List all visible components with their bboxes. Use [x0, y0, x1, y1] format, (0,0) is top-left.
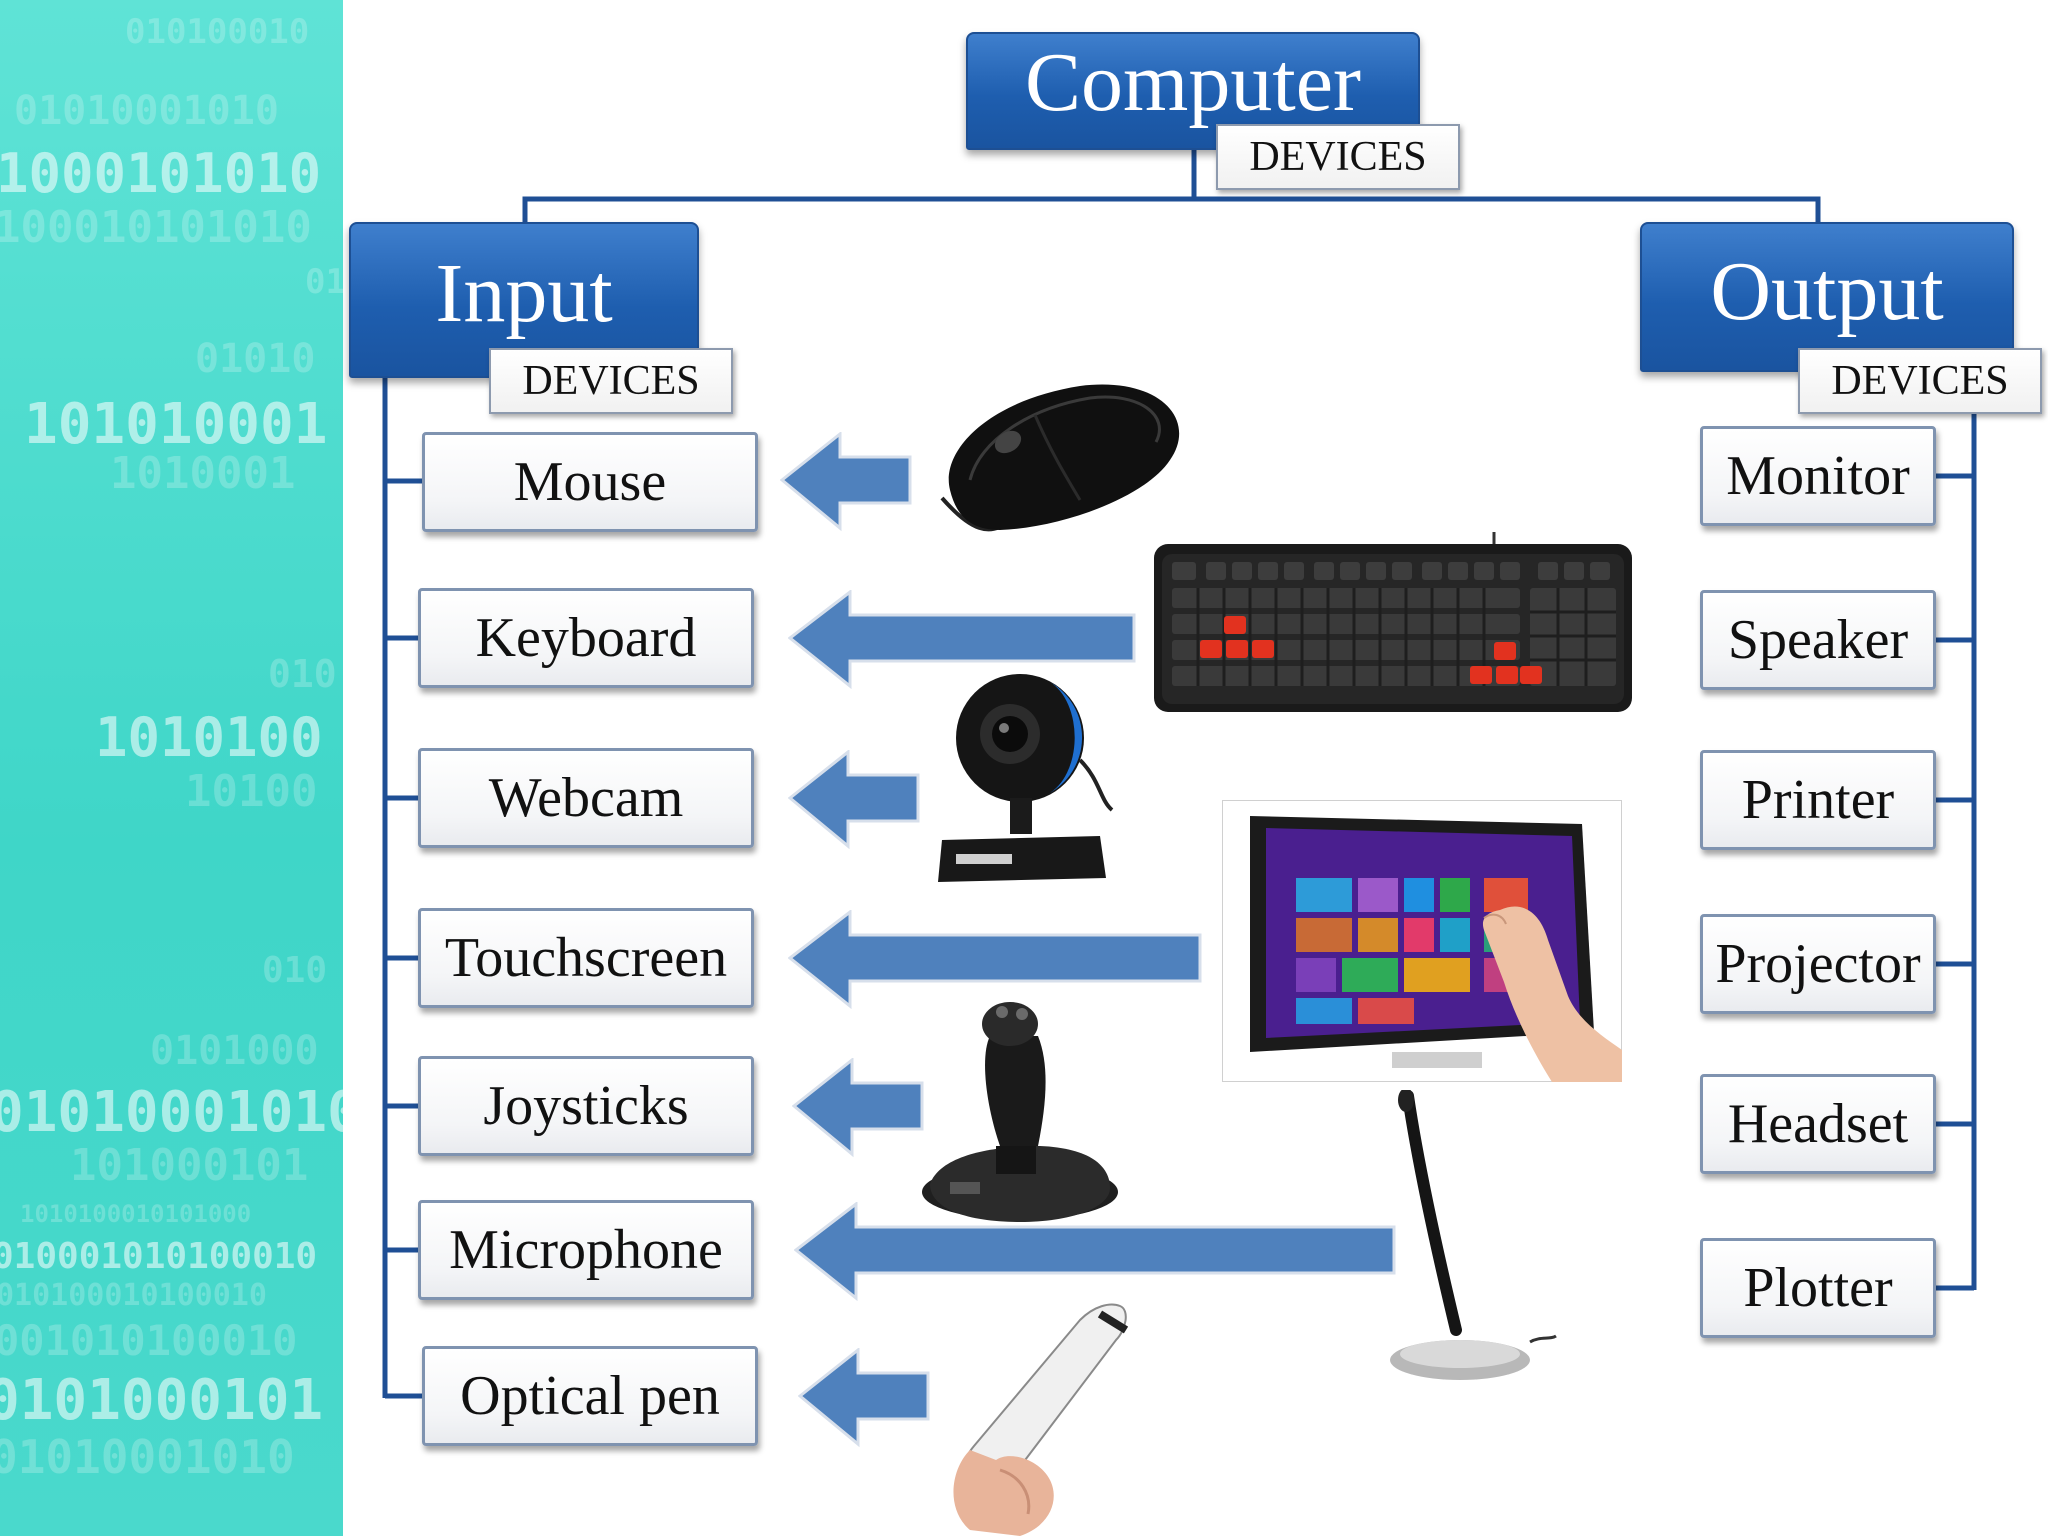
arrow-left-icon: [788, 590, 1136, 690]
output-devices-tag: DEVICES: [1798, 348, 2042, 414]
input-item-joysticks: Joysticks: [418, 1056, 754, 1156]
output-item-printer: Printer: [1700, 750, 1936, 850]
input-item-touchscreen: Touchscreen: [418, 908, 754, 1008]
binary-text: 1010001: [110, 448, 296, 499]
binary-text: 010100010100010: [0, 1278, 267, 1313]
input-item-microphone: Microphone: [418, 1200, 754, 1300]
binary-text: 10100: [185, 766, 318, 817]
input-item-keyboard: Keyboard: [418, 588, 754, 688]
output-item-projector: Projector: [1700, 914, 1936, 1014]
binary-text: 01010001010: [0, 1080, 343, 1145]
input-title: Input: [435, 247, 613, 340]
binary-text: 101000101: [70, 1140, 309, 1191]
computer-devices-tag: DEVICES: [1216, 124, 1460, 190]
binary-text: 010: [262, 950, 328, 991]
binary-text: 0101000101: [0, 1368, 324, 1433]
touchscreen-icon: [1222, 800, 1622, 1082]
binary-text: 0101000: [150, 1028, 319, 1074]
optical-pen-icon: [953, 1303, 1129, 1536]
input-devices-tag: DEVICES: [489, 348, 733, 414]
mouse-icon: [940, 384, 1180, 532]
binary-text: 100010101010: [0, 202, 312, 253]
binary-text: 010001010100010: [0, 1236, 318, 1277]
output-header: Output: [1640, 222, 2014, 372]
input-item-optical-pen: Optical pen: [422, 1346, 758, 1446]
computer-title: Computer: [1025, 36, 1361, 129]
output-item-speaker: Speaker: [1700, 590, 1936, 690]
output-title: Output: [1710, 245, 1944, 338]
arrow-left-icon: [788, 910, 1202, 1010]
arrow-left-icon: [794, 1202, 1396, 1302]
webcam-icon: [938, 674, 1114, 882]
output-item-headset: Headset: [1700, 1074, 1936, 1174]
arrow-left-icon: [780, 432, 912, 532]
binary-text: 01010001010: [0, 1430, 295, 1484]
binary-text: 01: [305, 262, 343, 302]
binary-text: 1000101010: [0, 142, 322, 205]
binary-text: 01010: [195, 336, 316, 382]
computer-header: Computer: [966, 32, 1420, 150]
output-item-monitor: Monitor: [1700, 426, 1936, 526]
input-item-webcam: Webcam: [418, 748, 754, 848]
binary-text: 010: [268, 652, 337, 696]
arrow-left-icon: [798, 1348, 930, 1448]
arrow-left-icon: [788, 750, 920, 850]
binary-text: 010100010: [125, 12, 310, 52]
input-item-mouse: Mouse: [422, 432, 758, 532]
arrow-left-icon: [792, 1058, 924, 1158]
binary-text: 1010100: [95, 706, 323, 769]
output-item-plotter: Plotter: [1700, 1238, 1936, 1338]
binary-text: 001010100010: [0, 1316, 298, 1365]
microphone-icon: [1390, 1090, 1557, 1380]
joystick-icon: [922, 1002, 1118, 1222]
binary-side-panel: 010100010 01010001010 1000101010 1000101…: [0, 0, 343, 1536]
binary-text: 101010001: [24, 392, 328, 457]
keyboard-icon: [1154, 532, 1632, 712]
binary-text: 1010100010101000: [20, 1200, 252, 1228]
binary-text: 01010001010: [14, 88, 279, 134]
